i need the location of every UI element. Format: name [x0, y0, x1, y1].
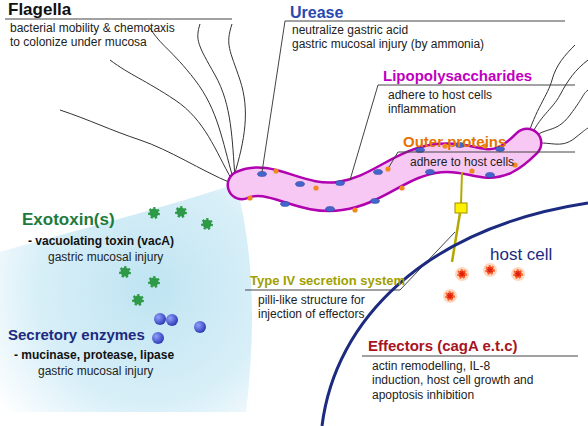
part-description: adhere to host cells	[388, 88, 492, 102]
part-heading: Lipopolysaccharides	[383, 67, 532, 85]
part-description: actin remodelling, IL-8 induction, host …	[372, 359, 540, 402]
outer-protein-marker	[247, 195, 252, 200]
part-description: - mucinase, protease, lipase	[14, 348, 174, 362]
part-heading: Exotoxin(s)	[22, 210, 115, 230]
part-description: bacterial mobility & chemotaxis to colon…	[10, 21, 182, 50]
enzyme-particle	[194, 321, 206, 333]
leader-line	[245, 232, 455, 290]
effector-particle	[459, 271, 466, 278]
enzyme-particle	[166, 314, 178, 326]
outer-protein-marker	[469, 168, 474, 173]
flagellum	[150, 28, 233, 178]
outer-protein-marker	[399, 185, 404, 190]
flagellum	[229, 24, 246, 176]
part-description: neutralize gastric acid	[292, 23, 408, 37]
part-heading: Flagella	[8, 0, 71, 20]
part-description: inflammation	[388, 102, 456, 116]
outer-protein-marker	[352, 207, 357, 212]
exotoxin-particle	[177, 208, 186, 217]
outer-protein-marker	[313, 185, 318, 190]
part-description: - vacuolating toxin (vacA)	[28, 234, 174, 248]
pilus	[452, 213, 460, 262]
urease-marker	[336, 181, 345, 186]
effector-glow	[443, 289, 457, 303]
flagellum	[529, 60, 588, 140]
part-heading: Type IV secretion system	[250, 273, 405, 289]
outer-protein-marker	[273, 168, 278, 173]
enzyme-particle	[152, 332, 164, 344]
leader-line	[350, 85, 575, 180]
exotoxin-particle	[150, 209, 159, 218]
flagellum	[110, 60, 232, 180]
outer-protein-marker	[385, 166, 390, 171]
urease-marker	[296, 182, 305, 187]
leader-line	[362, 356, 578, 357]
bacterium-outline	[242, 143, 527, 197]
bacterium-body	[242, 143, 527, 197]
effector-particle	[447, 293, 454, 300]
urease-marker	[371, 199, 380, 204]
urease-marker	[326, 207, 335, 212]
exotoxin-particle	[121, 268, 130, 277]
part-description: pilli-like structure for injection of ef…	[258, 293, 388, 322]
part-heading: Effectors (cagA e.t.c)	[368, 337, 517, 355]
effector-glow	[483, 263, 497, 277]
part-heading: Outer proteins	[403, 133, 506, 151]
part-description: gastric mucosal injury	[48, 250, 163, 264]
part-description: gastric mucosal injury	[38, 364, 153, 378]
urease-marker	[426, 170, 435, 175]
leader-line	[262, 21, 565, 172]
part-heading: Secretory enzymes	[8, 326, 145, 344]
toxin-cloud	[0, 184, 252, 412]
secretion-stem	[461, 172, 462, 204]
urease-marker	[486, 173, 495, 178]
effector-particle	[515, 271, 522, 278]
exotoxin-particle	[150, 278, 159, 287]
urease-marker	[374, 170, 383, 175]
flagellum	[60, 110, 231, 183]
urease-marker	[258, 172, 267, 177]
flagellum	[527, 45, 575, 139]
exotoxin-particle	[134, 296, 143, 305]
effector-glow	[511, 267, 525, 281]
part-heading: Urease	[290, 3, 343, 22]
effector-glow	[455, 267, 469, 281]
part-description: gastric mucosal injury (by ammonia)	[292, 37, 484, 51]
urease-marker	[281, 202, 290, 207]
enzyme-particle	[154, 313, 166, 325]
exotoxin-particle	[203, 220, 212, 229]
effector-particle	[487, 267, 494, 274]
secretion-system	[455, 203, 467, 213]
part-description: adhere to host cells	[410, 155, 514, 169]
cell-name: host cell	[490, 245, 552, 265]
